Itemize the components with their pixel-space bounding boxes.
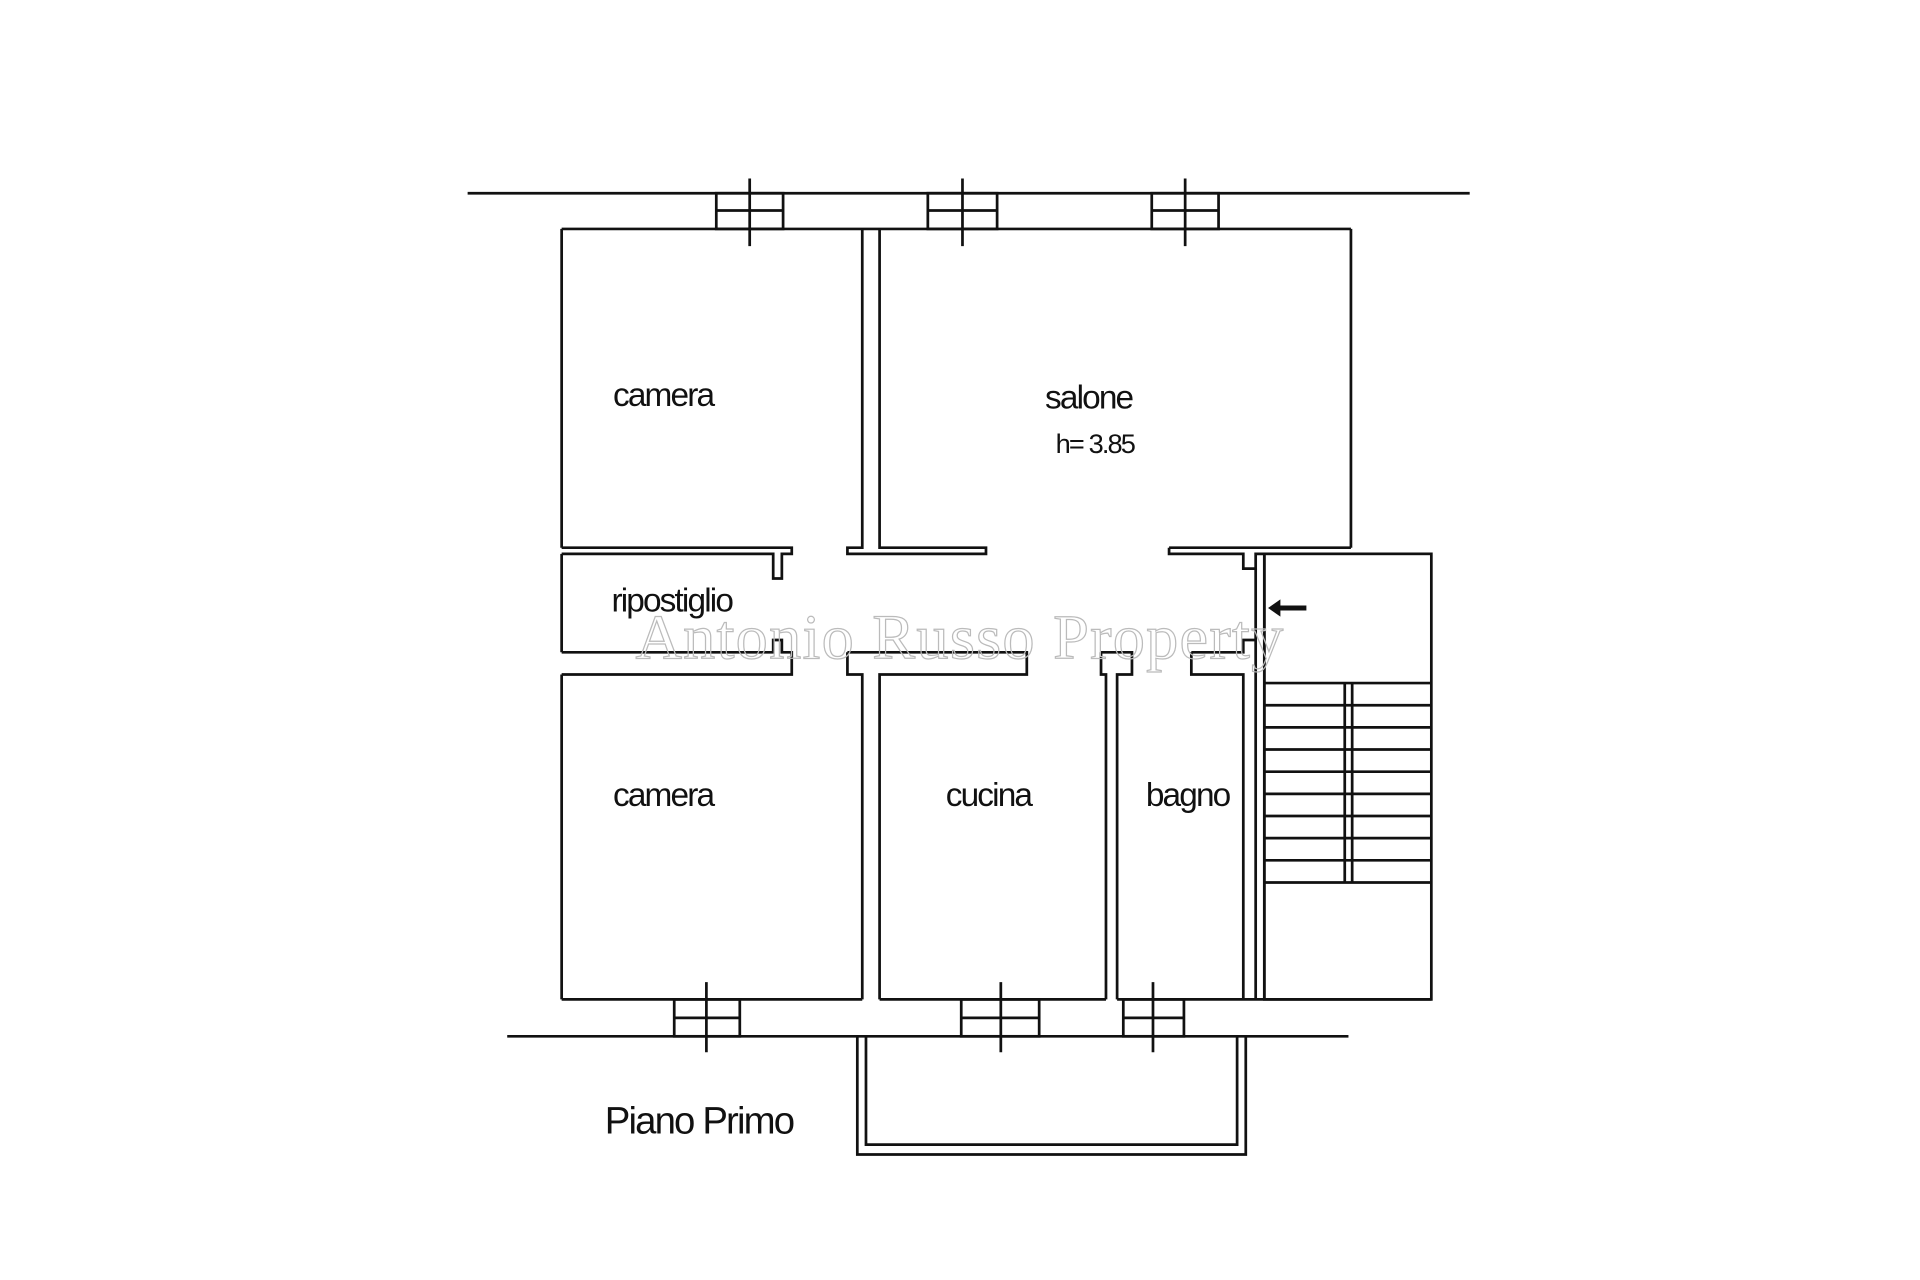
ceiling-height-note: h= 3.85 bbox=[1056, 428, 1135, 459]
room-label-camera-2: camera bbox=[613, 777, 716, 814]
room-label-salone: salone bbox=[1045, 380, 1134, 417]
window-bottom-1 bbox=[672, 982, 742, 1053]
room-label-camera-1: camera bbox=[613, 377, 716, 414]
watermark: Antonio Russo Property bbox=[635, 602, 1284, 673]
room-label-ripostiglio: ripostiglio bbox=[611, 583, 733, 620]
window-top-3 bbox=[1150, 178, 1220, 247]
staircase bbox=[1262, 552, 1433, 1001]
window-bottom-2 bbox=[959, 982, 1041, 1053]
floor-title: Piano Primo bbox=[605, 1100, 794, 1143]
room-label-bagno: bagno bbox=[1146, 777, 1231, 814]
window-top-1 bbox=[714, 178, 785, 247]
window-top-2 bbox=[926, 178, 999, 247]
arrow-left-icon bbox=[1268, 599, 1307, 617]
balcony bbox=[855, 1036, 1248, 1156]
room-label-cucina: cucina bbox=[946, 777, 1034, 814]
window-bottom-3 bbox=[1121, 982, 1186, 1053]
